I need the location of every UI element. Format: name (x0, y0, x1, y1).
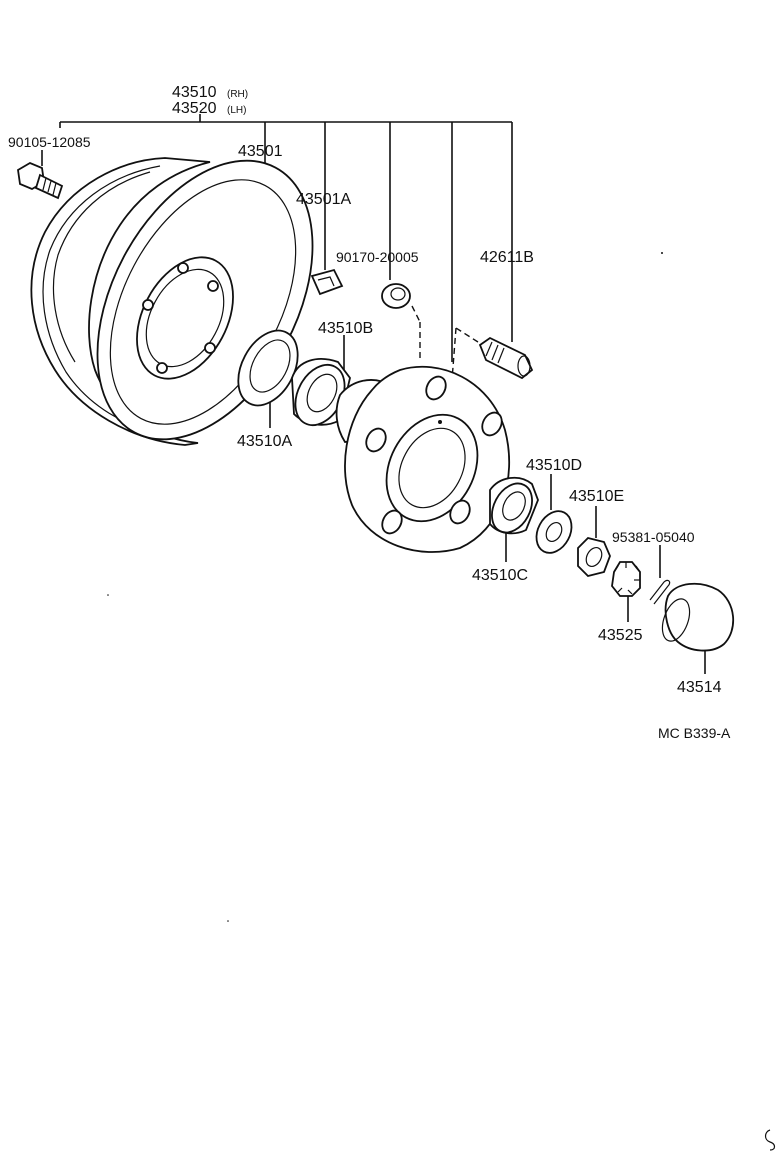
lock-cap-part (611, 561, 641, 597)
scan-specks (107, 252, 776, 1151)
cotter-pin-part (649, 579, 671, 605)
grease-cap-part (661, 582, 735, 652)
label-stud: 42611B (480, 249, 534, 266)
stud-part (451, 327, 534, 381)
label-cotter-pin: 95381-05040 (612, 529, 695, 545)
inner-bearing-part (489, 476, 539, 535)
label-drum: 43501 (238, 143, 283, 160)
label-washer: 43510D (526, 457, 582, 474)
label-assy-lh: 43520 (172, 100, 217, 117)
label-assy-rh: 43510 (172, 84, 217, 101)
label-assy-rh-side: (RH) (227, 89, 248, 100)
label-nut-plug: 90170-20005 (336, 249, 419, 265)
axle-hub (335, 365, 511, 553)
label-grease-cap: 43514 (677, 679, 722, 696)
diagram-code: MC B339-A (658, 725, 731, 741)
callout-labels: 43510 (RH) 43520 (LH) 90105-12085 43501 … (8, 84, 731, 741)
oil-seal-part (237, 329, 299, 407)
label-lock-cap: 43525 (598, 627, 643, 644)
bolt-part (17, 161, 64, 200)
label-seal: 43510A (237, 433, 292, 450)
clip-part (310, 268, 344, 296)
assembly-bracket (41, 114, 706, 674)
label-nut: 43510E (569, 488, 624, 505)
label-bearing-inner: 43510C (472, 567, 528, 584)
label-clip: 43501A (296, 191, 351, 208)
hub-nut-part (577, 537, 611, 577)
washer-part (535, 510, 573, 554)
label-assy-lh-side: (LH) (227, 105, 246, 116)
nut-plug-part (381, 283, 421, 360)
label-bearing-outer: 43510B (318, 320, 373, 337)
label-bolt: 90105-12085 (8, 134, 91, 150)
